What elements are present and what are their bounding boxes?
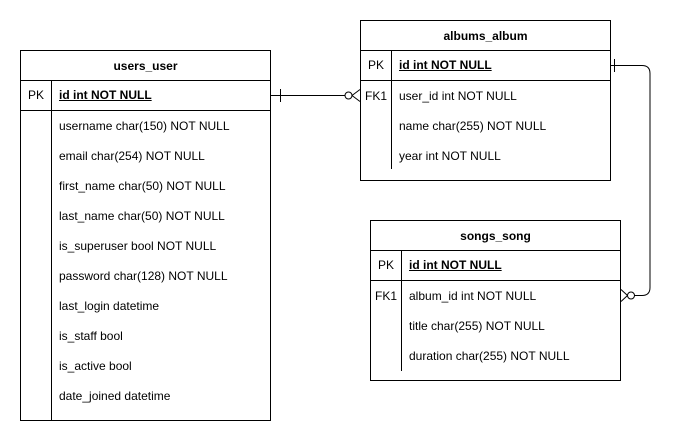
field-row: last_name char(50) NOT NULL bbox=[21, 201, 270, 231]
field-row: title char(255) NOT NULL bbox=[371, 311, 620, 341]
zero-marker bbox=[344, 91, 353, 100]
field-row: email char(254) NOT NULL bbox=[21, 141, 270, 171]
divider bbox=[391, 51, 392, 80]
field-label: is_superuser bool NOT NULL bbox=[59, 239, 217, 253]
field-label: year int NOT NULL bbox=[399, 149, 501, 163]
field-row: last_login datetime bbox=[21, 291, 270, 321]
divider bbox=[401, 251, 402, 280]
field-row: is_staff bool bbox=[21, 321, 270, 351]
divider bbox=[51, 111, 52, 421]
field-row: year int NOT NULL bbox=[361, 141, 610, 171]
entity-albums-album: albums_album PK id int NOT NULL FK1 user… bbox=[360, 20, 611, 181]
pk-field: id int NOT NULL bbox=[399, 58, 492, 72]
field-row: username char(150) NOT NULL bbox=[21, 111, 270, 141]
fields-section: username char(150) NOT NULL email char(2… bbox=[21, 111, 270, 421]
field-row: duration char(255) NOT NULL bbox=[371, 341, 620, 371]
divider bbox=[51, 81, 52, 110]
field-row: name char(255) NOT NULL bbox=[361, 111, 610, 141]
field-label: password char(128) NOT NULL bbox=[59, 269, 228, 283]
fields-section: FK1 album_id int NOT NULL title char(255… bbox=[371, 281, 620, 371]
entity-title: songs_song bbox=[371, 221, 620, 251]
field-label: user_id int NOT NULL bbox=[399, 89, 517, 103]
field-label: email char(254) NOT NULL bbox=[59, 149, 205, 163]
field-label: is_active bool bbox=[59, 359, 132, 373]
primary-key-row: PK id int NOT NULL bbox=[21, 81, 270, 111]
field-label: name char(255) NOT NULL bbox=[399, 119, 547, 133]
field-row: is_superuser bool NOT NULL bbox=[21, 231, 270, 261]
field-label: last_login datetime bbox=[59, 299, 160, 313]
fields-section: FK1 user_id int NOT NULL name char(255) … bbox=[361, 81, 610, 171]
field-label: last_name char(50) NOT NULL bbox=[59, 209, 225, 223]
primary-key-row: PK id int NOT NULL bbox=[361, 51, 610, 81]
field-row: is_active bool bbox=[21, 351, 270, 381]
primary-key-row: PK id int NOT NULL bbox=[371, 251, 620, 281]
field-row: first_name char(50) NOT NULL bbox=[21, 171, 270, 201]
entity-title: users_user bbox=[21, 51, 270, 81]
pk-label: PK bbox=[27, 88, 44, 102]
key-label: FK1 bbox=[374, 289, 397, 303]
crows-foot-marker bbox=[620, 295, 628, 302]
entity-title: albums_album bbox=[361, 21, 610, 51]
field-row: password char(128) NOT NULL bbox=[21, 261, 270, 291]
relationship-users-albums bbox=[271, 89, 361, 102]
field-row: FK1 album_id int NOT NULL bbox=[371, 281, 620, 311]
pk-field: id int NOT NULL bbox=[409, 258, 502, 272]
zero-marker bbox=[627, 291, 635, 300]
crows-foot-marker bbox=[351, 95, 361, 102]
divider bbox=[391, 81, 392, 169]
crows-foot-marker bbox=[620, 289, 628, 296]
field-label: first_name char(50) NOT NULL bbox=[59, 179, 226, 193]
field-label: duration char(255) NOT NULL bbox=[409, 349, 570, 363]
pk-label: PK bbox=[367, 58, 384, 72]
relationship-line bbox=[611, 65, 651, 296]
field-row: FK1 user_id int NOT NULL bbox=[361, 81, 610, 111]
pk-label: PK bbox=[377, 258, 394, 272]
relationship-albums-songs bbox=[611, 59, 651, 302]
field-label: date_joined datetime bbox=[59, 389, 171, 403]
field-label: album_id int NOT NULL bbox=[409, 289, 537, 303]
field-label: title char(255) NOT NULL bbox=[409, 319, 545, 333]
field-row: date_joined datetime bbox=[21, 381, 270, 411]
divider bbox=[401, 281, 402, 371]
entity-users-user: users_user PK id int NOT NULL username c… bbox=[20, 50, 271, 421]
pk-field: id int NOT NULL bbox=[59, 88, 152, 102]
field-label: username char(150) NOT NULL bbox=[59, 119, 230, 133]
crows-foot-marker bbox=[351, 89, 361, 96]
field-label: is_staff bool bbox=[59, 329, 123, 343]
key-label: FK1 bbox=[364, 89, 387, 103]
entity-songs-song: songs_song PK id int NOT NULL FK1 album_… bbox=[370, 220, 621, 381]
